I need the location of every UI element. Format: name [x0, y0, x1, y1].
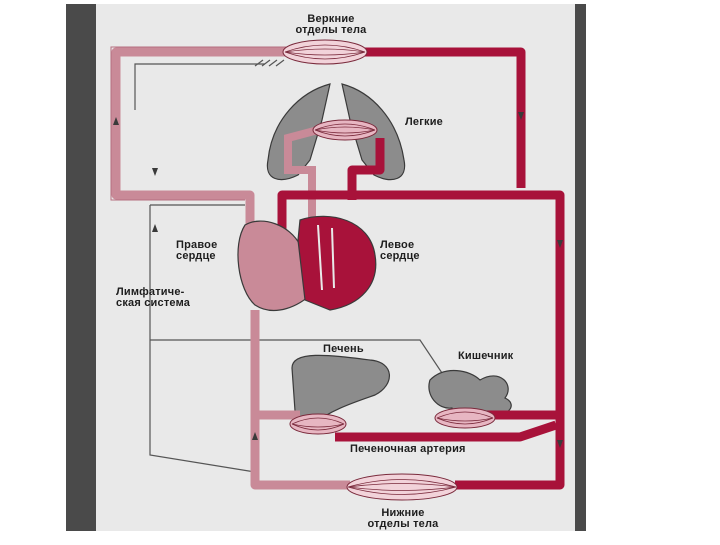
label-hepatic-artery: Печеночная артерия [350, 443, 466, 455]
label-right-heart: Правое сердце [176, 240, 217, 262]
pulmonary-artery [284, 126, 320, 260]
label-lymphatic-line2: ская система [116, 297, 191, 309]
label-lower-body-line2: отделы тела [367, 518, 439, 530]
capillary-lower-body [346, 473, 458, 501]
label-upper-body: Веркние отделы тела [286, 14, 376, 36]
heart-septum-lines [317, 224, 335, 291]
flow-arrows [113, 112, 563, 448]
capillary-liver [289, 413, 347, 435]
label-lymphatic: Лимфатиче- ская система [116, 287, 190, 309]
liver-shape [291, 354, 390, 426]
right-dark-band [575, 4, 586, 531]
label-liver: Печень [323, 343, 364, 355]
capillary-upper-body [282, 39, 368, 65]
capillary-lungs [312, 119, 378, 141]
label-right-heart-line2: сердце [176, 250, 216, 262]
label-left-heart: Левое сердце [380, 240, 420, 262]
label-upper-body-line1: Веркние [307, 13, 355, 25]
right-heart-shape [237, 220, 311, 312]
venous-outline [110, 46, 290, 201]
label-upper-body-line2: отделы тела [295, 24, 367, 36]
capillary-intestine [434, 407, 496, 429]
label-lower-body-line1: Нижние [381, 507, 425, 519]
label-left-heart-line2: сердце [380, 250, 420, 262]
left-heart-shape [297, 215, 377, 311]
label-intestine: Кишечник [458, 350, 514, 362]
left-dark-band [66, 4, 96, 531]
label-right-heart-line1: Правое [176, 239, 218, 251]
label-lymphatic-line1: Лимфатиче- [116, 286, 185, 298]
label-lower-body: Нижние отделы тела [358, 508, 448, 530]
label-lungs: Легкие [405, 116, 444, 128]
label-left-heart-line1: Левое [380, 239, 415, 251]
